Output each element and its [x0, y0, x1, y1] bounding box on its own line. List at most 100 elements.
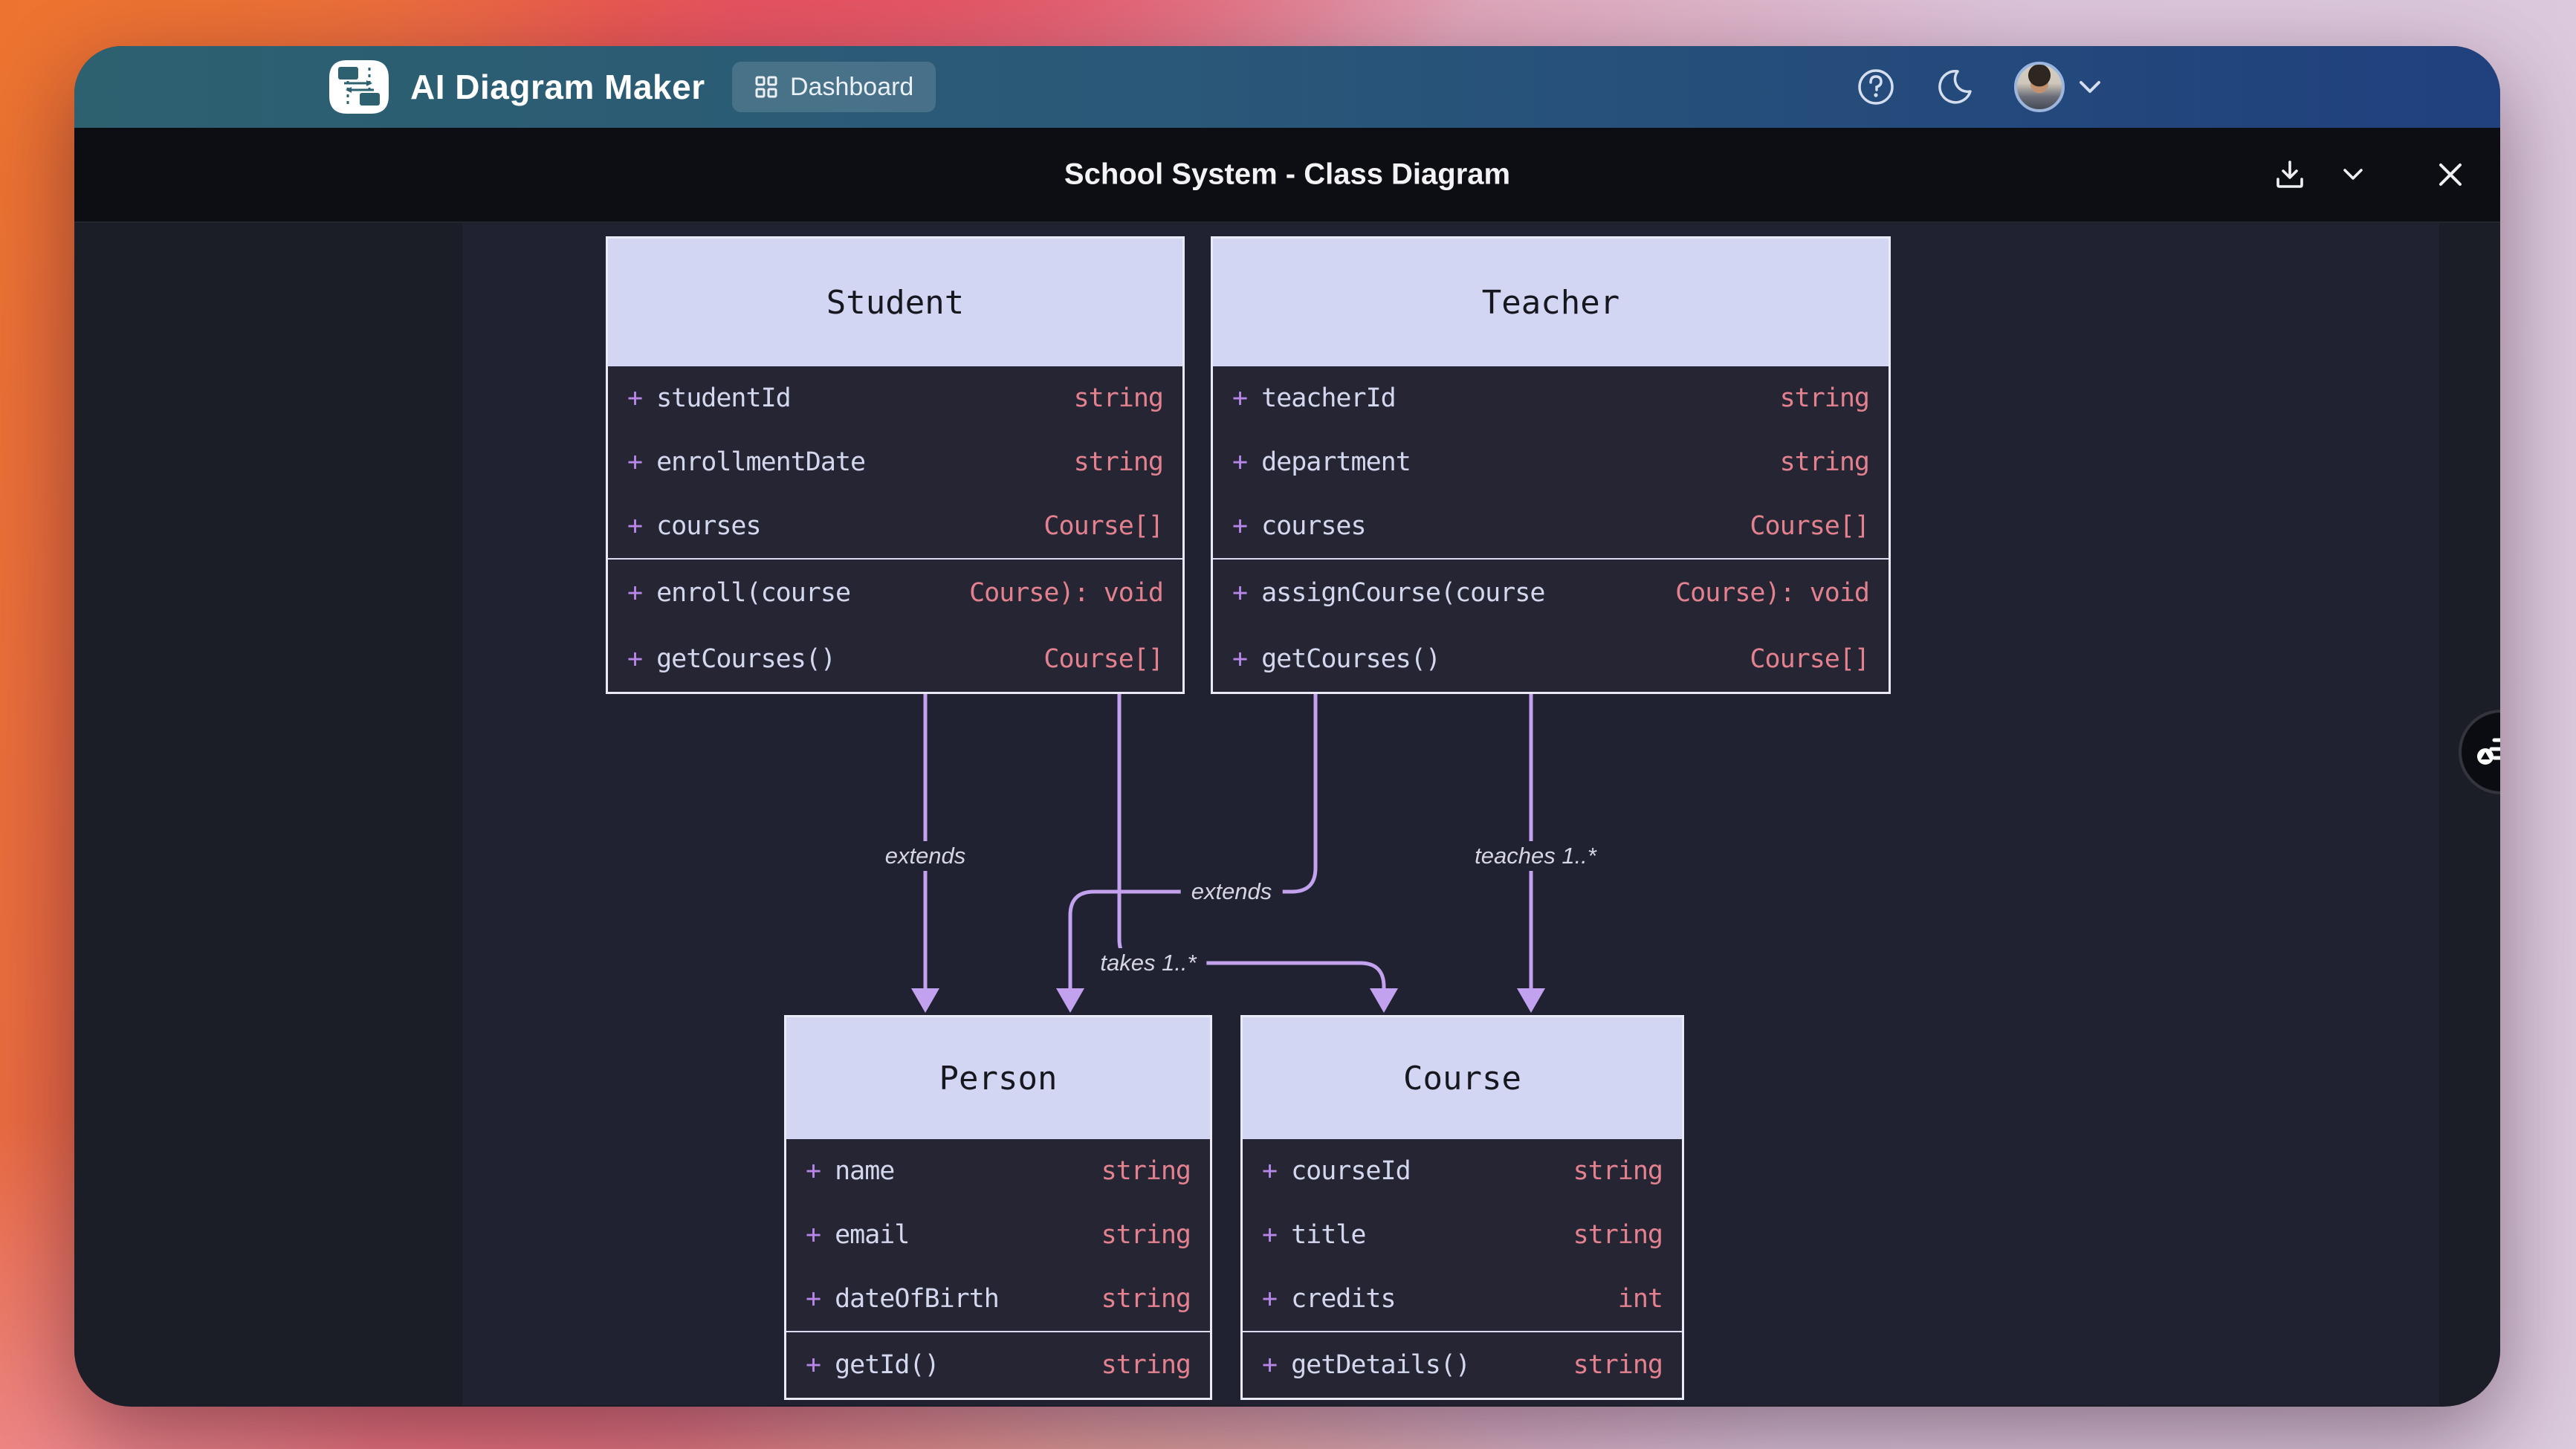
method-type: Course[]	[1750, 644, 1870, 674]
attr-type: string	[1101, 1220, 1191, 1250]
edge-label-teacher-person: extends	[1180, 877, 1283, 907]
user-menu-button[interactable]	[2077, 78, 2103, 96]
attr-type: string	[1101, 1284, 1191, 1314]
grid-icon	[754, 75, 778, 99]
edge-label-teacher-course: teaches 1..*	[1464, 841, 1607, 871]
attr-name: name	[835, 1156, 895, 1186]
method-row: +getCourses()Course[]	[608, 626, 1182, 692]
app-logo-icon	[329, 60, 389, 114]
app-title: AI Diagram Maker	[410, 68, 705, 106]
class-title: Person	[786, 1017, 1210, 1139]
attr-type: int	[1617, 1284, 1663, 1314]
attr-type: string	[1073, 383, 1164, 413]
download-options-button[interactable]	[2337, 162, 2369, 187]
attr-type: string	[1573, 1156, 1663, 1186]
attr-name: enrollmentDate	[656, 447, 866, 477]
attr-name: courseId	[1291, 1156, 1411, 1186]
layers-menu-icon	[2475, 733, 2500, 771]
section-divider	[608, 558, 1182, 560]
download-icon	[2273, 161, 2307, 194]
chevron-down-icon	[2341, 169, 2365, 185]
visibility: +	[1232, 383, 1249, 413]
visibility: +	[1262, 1220, 1278, 1250]
diagram-canvas[interactable]: extends extends takes 1..* teaches 1..* …	[74, 223, 2500, 1405]
question-circle-icon	[1857, 69, 1895, 108]
method-name: getDetails()	[1291, 1350, 1471, 1380]
attr-name: department	[1261, 447, 1411, 477]
method-row: + assignCourse(course Course): void	[1213, 560, 1889, 626]
arrowhead	[1517, 988, 1545, 1013]
chevron-down-icon	[2077, 81, 2103, 98]
attribute-row: + enrollmentDate string	[608, 430, 1182, 494]
app-window: AI Diagram Maker Dashboard	[74, 46, 2500, 1407]
close-icon	[2435, 163, 2466, 192]
diagram-title-bar: School System - Class Diagram	[74, 128, 2500, 223]
attr-name: courses	[656, 511, 762, 541]
edge-label-student-person: extends	[874, 841, 977, 871]
visibility: +	[1232, 447, 1249, 477]
attr-name: dateOfBirth	[835, 1284, 1000, 1314]
attribute-row: + dateOfBirth string	[786, 1267, 1210, 1331]
method-row: + getCourses() Course[]	[1213, 626, 1889, 692]
edge-teacher-person	[1068, 693, 1318, 990]
visibility: +	[1232, 511, 1249, 541]
attr-name: studentId	[656, 383, 792, 413]
method-type: string	[1101, 1350, 1191, 1380]
method-type: string	[1573, 1350, 1663, 1380]
theme-toggle-button[interactable]	[1935, 68, 1974, 106]
class-title: Course	[1243, 1017, 1682, 1139]
method-name: getCourses()	[1261, 644, 1441, 674]
attr-type: string	[1573, 1220, 1663, 1250]
method-row: + getDetails() string	[1243, 1332, 1682, 1398]
attribute-row: + title string	[1243, 1203, 1682, 1267]
method-row: + enroll(course Course): void	[608, 560, 1182, 626]
visibility: +	[1262, 1284, 1278, 1314]
attr-name: title	[1291, 1220, 1366, 1250]
attr-type: string	[1779, 383, 1870, 413]
section-divider	[1243, 1331, 1682, 1332]
visibility: +	[627, 511, 644, 541]
class-box-student: Student + studentId string + enrollmentDate…	[606, 236, 1185, 694]
edge-label-student-course: takes 1..*	[1090, 948, 1207, 978]
dashboard-button[interactable]: Dashboard	[732, 62, 936, 112]
method-type: Course[]	[1043, 644, 1164, 674]
app-header: AI Diagram Maker Dashboard	[74, 46, 2500, 128]
visibility: +	[806, 1220, 822, 1250]
moon-icon	[1935, 70, 1974, 108]
class-title: Student	[608, 239, 1182, 366]
visibility: +	[1262, 1350, 1278, 1380]
attr-type: string	[1073, 447, 1164, 477]
method-name: getCourses()	[656, 644, 836, 674]
visibility: +	[1232, 644, 1249, 674]
arrowhead	[1370, 988, 1398, 1013]
attribute-row: + teacherId string	[1213, 366, 1889, 430]
section-divider	[786, 1331, 1210, 1332]
class-box-course: Course + courseId string + title string + cre…	[1240, 1015, 1684, 1400]
method-type: Course): void	[1675, 577, 1870, 608]
method-name: assignCourse(course	[1261, 577, 1545, 608]
visibility: +	[1232, 577, 1249, 608]
visibility: +	[627, 577, 644, 608]
visibility: +	[627, 447, 644, 477]
attr-type: string	[1779, 447, 1870, 477]
visibility: +	[806, 1284, 822, 1314]
help-button[interactable]	[1857, 68, 1895, 106]
avatar-photo	[2014, 62, 2065, 112]
attr-name: credits	[1291, 1284, 1397, 1314]
method-name: enroll(course	[656, 577, 851, 608]
user-avatar[interactable]	[2014, 62, 2065, 112]
download-button[interactable]	[2268, 153, 2311, 196]
close-button[interactable]	[2430, 155, 2470, 195]
dashboard-label: Dashboard	[790, 72, 914, 101]
visibility: +	[806, 1156, 822, 1186]
attr-name: teacherId	[1261, 383, 1397, 413]
method-type: Course): void	[969, 577, 1164, 608]
method-name: getId()	[835, 1350, 940, 1380]
visibility: +	[806, 1350, 822, 1380]
